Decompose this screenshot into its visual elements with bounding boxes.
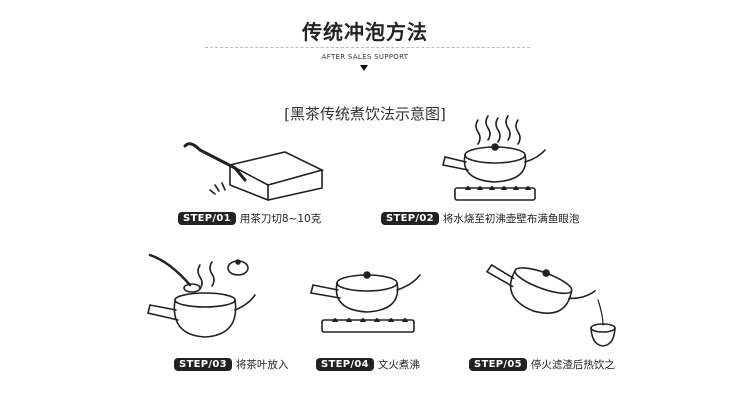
step-4: STEP/04 文火煮沸 [316,357,420,372]
step-text: 将水烧至初沸壶壁布满鱼眼泡 [442,213,580,225]
step-text: 用茶刀切8~10克 [239,213,322,225]
step-1: STEP/01 用茶刀切8~10克 [178,211,321,226]
pouring-tea-illustration [485,263,616,347]
step-badge: STEP/03 [174,358,232,371]
step-text: 将茶叶放入 [235,359,289,371]
simmering-kettle-illustration [310,271,421,333]
english-subtitle: AFTER SALES SUPPORT [321,53,409,61]
step-badge: STEP/04 [316,358,374,371]
step-badge: STEP/05 [469,358,527,371]
step-text: 停火滤渣后热饮之 [530,359,615,371]
page-title: 传统冲泡方法 [302,20,428,44]
step-2: STEP/02 将水烧至初沸壶壁布满鱼眼泡 [381,211,579,226]
section-title: [黑茶传统煮饮法示意图] [284,105,446,123]
adding-tea-leaves-illustration [147,253,256,338]
step-3: STEP/03 将茶叶放入 [174,357,288,372]
tea-brick-knife-illustration [183,142,325,201]
step-badge: STEP/01 [178,212,236,225]
down-triangle-icon [360,65,368,71]
kettle-on-stove-illustration [442,115,546,201]
step-text: 文火煮沸 [377,359,420,371]
dashed-divider [205,47,530,48]
step-5: STEP/05 停火滤渣后热饮之 [469,357,615,372]
step-badge: STEP/02 [381,212,439,225]
